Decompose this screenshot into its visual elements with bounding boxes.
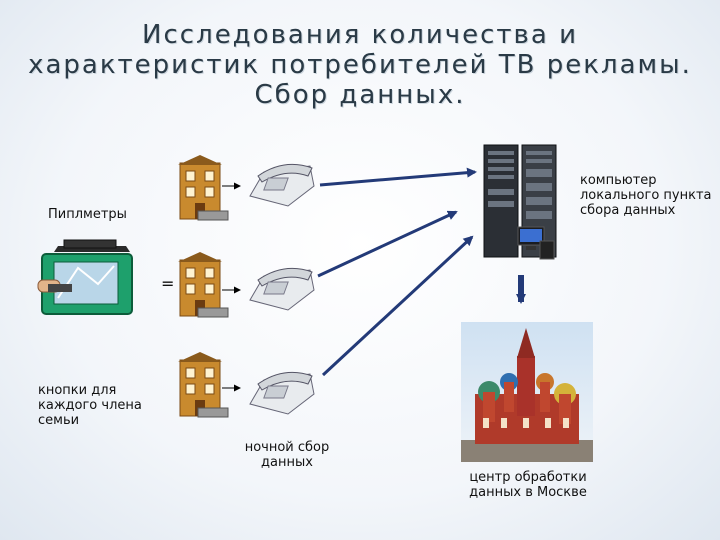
phone-to-server-arrow (319, 167, 477, 187)
phone-to-server-arrow (317, 210, 458, 278)
moscow-center-line-1: центр обработки (469, 470, 587, 485)
phone-to-server-arrow (321, 235, 474, 377)
telephone-icon (249, 267, 315, 311)
local-computer-line-2: локального пункта (580, 188, 712, 203)
local-computer-line-1: компьютер (580, 173, 657, 188)
family-buttons-line-2: каждого члена (38, 398, 142, 413)
moscow-center-line-2: данных в Москве (469, 485, 587, 500)
slide-title: Исследования количества и характеристик … (0, 20, 720, 110)
night-collection-line-2: данных (261, 455, 313, 470)
house-icon (178, 352, 229, 418)
family-buttons-line-3: семьи (38, 413, 80, 428)
moscow-center-label: центр обработки данных в Москве (458, 470, 598, 500)
title-line-1: Исследования количества и (142, 20, 578, 50)
family-buttons-label: кнопки для каждого члена семьи (38, 383, 142, 428)
title-line-2: характеристик потребителей ТВ рекламы. (28, 50, 692, 80)
night-collection-line-1: ночной сбор (244, 440, 330, 455)
local-computer-label: компьютер локального пункта сбора данных (580, 173, 712, 218)
title-line-3: Сбор данных. (254, 80, 466, 110)
house-icon (178, 155, 229, 221)
equals-sign: = (161, 274, 175, 293)
family-buttons-line-1: кнопки для (38, 383, 117, 398)
peoplemeters-label: Пиплметры (48, 207, 127, 222)
house-icon (178, 252, 229, 318)
telephone-icon (249, 163, 315, 207)
telephone-icon (249, 371, 315, 415)
server-computer-icon (483, 144, 557, 260)
moscow-cathedral-image (461, 322, 593, 462)
peoplemeter-device-icon (37, 239, 133, 315)
night-collection-label: ночной сбор данных (232, 440, 342, 470)
local-computer-line-3: сбора данных (580, 203, 676, 218)
